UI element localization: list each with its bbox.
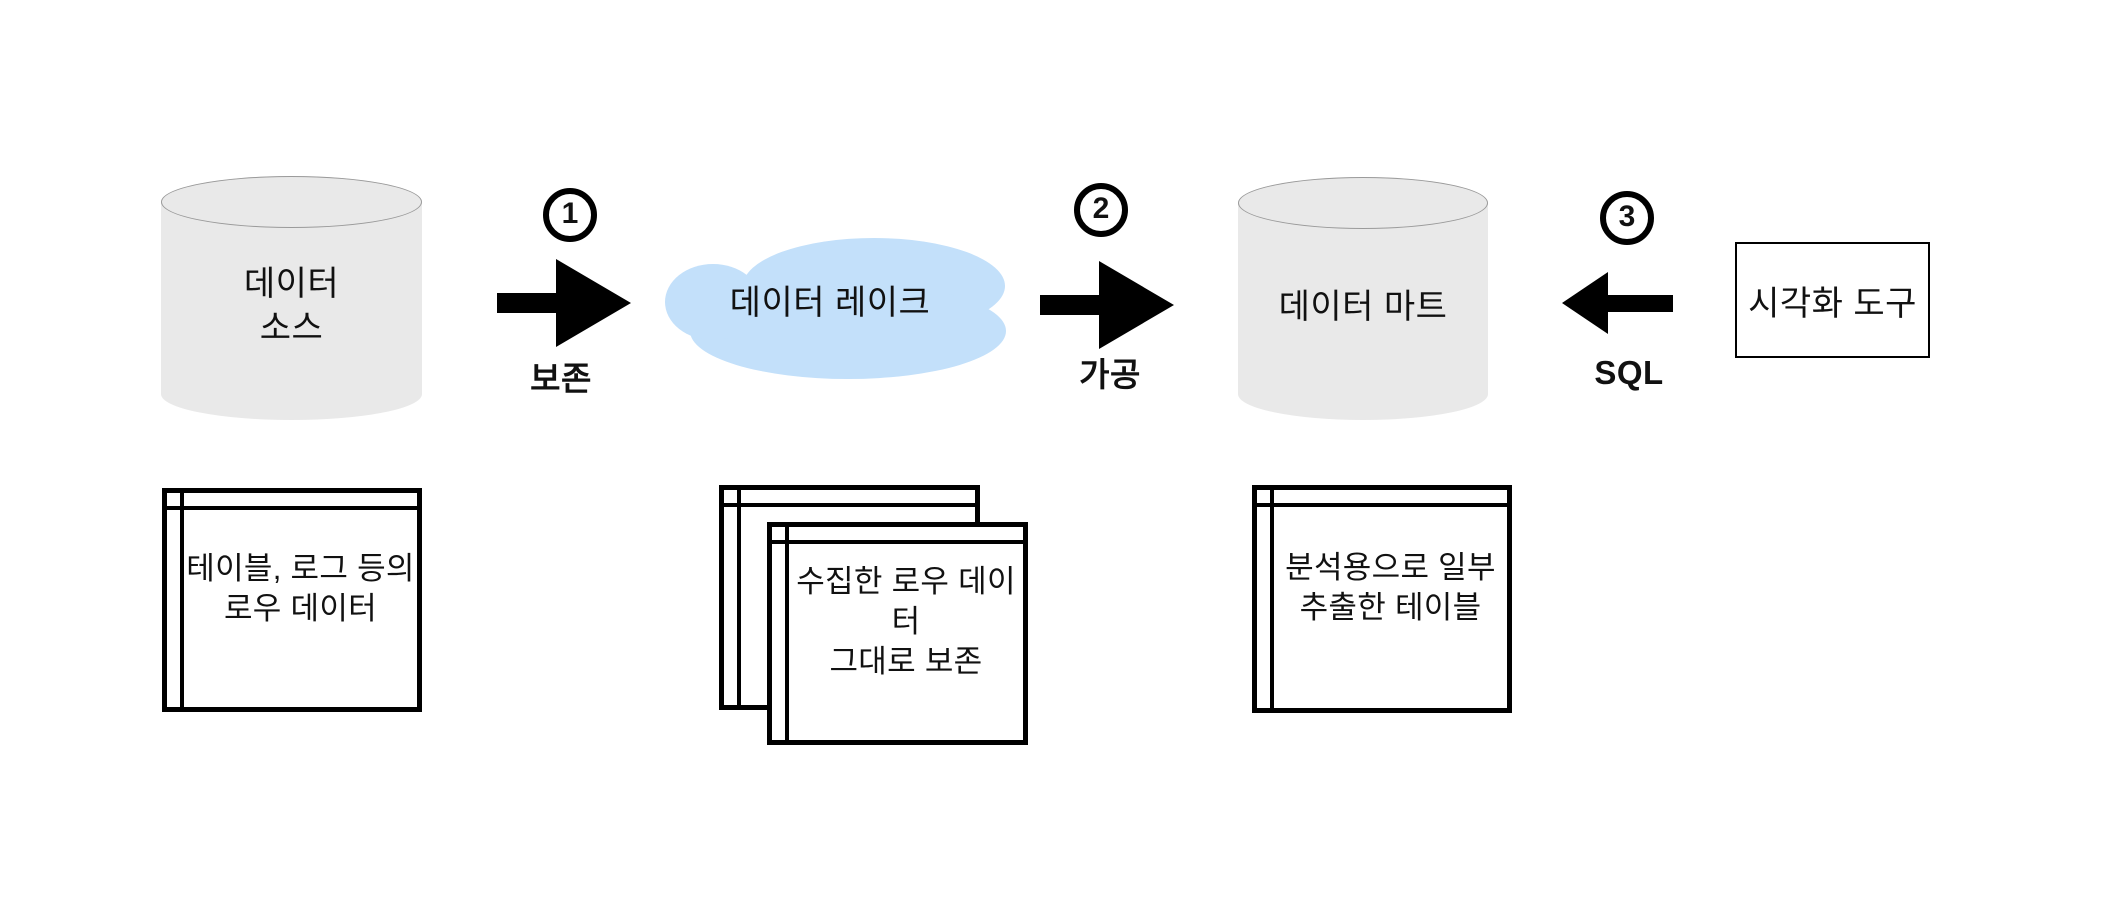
step-1-number: 1: [561, 197, 579, 230]
step-2-badge: 2: [1074, 183, 1128, 237]
data-mart-cylinder-icon: 데이터 마트: [1238, 177, 1488, 420]
cloud-lobe-bottom: [690, 283, 1006, 379]
visualization-tool-box: 시각화 도구: [1735, 242, 1930, 358]
lake-note-text: 수집한 로우 데이터 그대로 보존: [796, 564, 1016, 679]
data-source-label: 데이터 소스: [243, 265, 340, 347]
data-mart-label: 데이터 마트: [1278, 287, 1448, 326]
step-3-number: 3: [1618, 200, 1636, 233]
arrow-right-1-icon: [497, 259, 631, 347]
arrow-right-shape: [1040, 261, 1174, 349]
source-note-text: 테이블, 로그 등의 로우 데이터: [186, 550, 415, 626]
mart-table-card-icon: 분석용으로 일부 추출한 테이블: [1252, 485, 1512, 713]
arrow-right-shape: [497, 259, 631, 347]
step-2-number: 2: [1092, 192, 1110, 225]
mart-note-text: 분석용으로 일부 추출한 테이블: [1285, 549, 1496, 625]
arrow-left-shape: [1562, 272, 1673, 334]
table-header-line: [1257, 503, 1507, 507]
arrow-right-2-icon: [1040, 261, 1174, 349]
visualization-tool-label: 시각화 도구: [1748, 284, 1917, 323]
step-2-label: 가공: [1079, 356, 1141, 393]
step-1-label: 보존: [530, 360, 592, 397]
cylinder-top-ellipse: [161, 176, 422, 228]
table-column-line: [180, 493, 184, 707]
cloud-lobe-left: [665, 264, 761, 340]
data-lake-cloud-icon: [665, 238, 1006, 379]
table-header-line: [167, 506, 417, 510]
table-column-line: [785, 527, 789, 740]
cylinder-top-ellipse: [1238, 177, 1488, 229]
table-column-line: [737, 490, 741, 705]
lake-table-card-front-icon: 수집한 로우 데이터 그대로 보존: [767, 522, 1028, 745]
step-3-badge: 3: [1600, 191, 1654, 245]
data-lake-label: 데이터 레이크: [729, 284, 931, 322]
table-column-line: [1270, 490, 1274, 708]
step-3-label: SQL: [1594, 354, 1664, 391]
table-header-line: [724, 503, 975, 507]
source-table-card-icon: 테이블, 로그 등의 로우 데이터: [162, 488, 422, 712]
data-source-cylinder-icon: 데이터 소스: [161, 176, 422, 420]
arrow-left-3-icon: [1562, 272, 1673, 334]
step-1-badge: 1: [543, 188, 597, 242]
table-header-line: [772, 540, 1023, 544]
